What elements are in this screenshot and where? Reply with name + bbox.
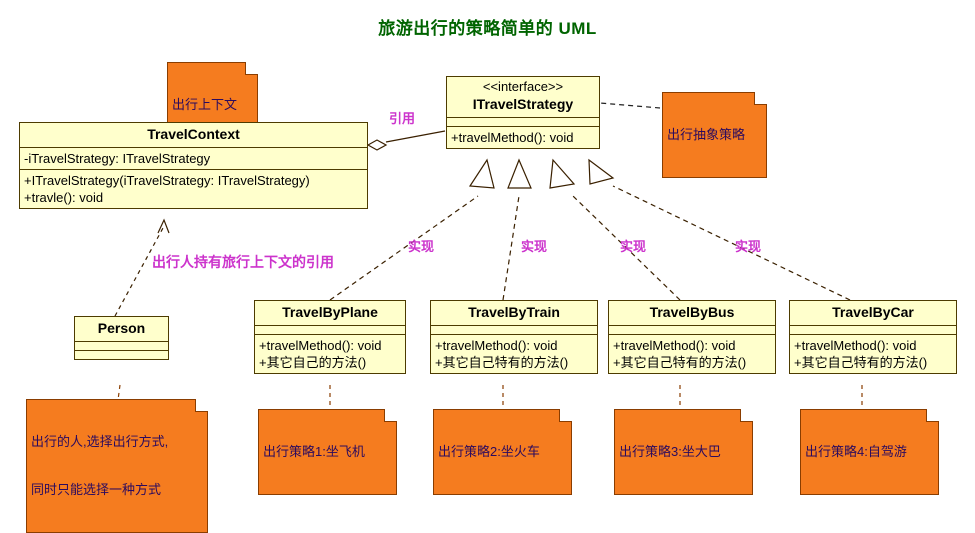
class-itravel-strategy-header: <<interface>> ITravelStrategy xyxy=(447,77,599,117)
class-travel-by-bus-attributes xyxy=(609,325,775,334)
class-travel-by-bus-operation-1: +其它自己特有的方法() xyxy=(613,355,747,370)
note-person: 出行的人,选择出行方式, 同时只能选择一种方式 xyxy=(26,399,208,533)
note-car: 出行策略4:自驾游 xyxy=(800,409,939,495)
realization-triangle-plane xyxy=(468,158,495,189)
class-person-operations xyxy=(75,350,168,359)
class-travel-by-plane-attributes xyxy=(255,325,405,334)
note-train: 出行策略2:坐火车 xyxy=(433,409,572,495)
note-plane: 出行策略1:坐飞机 xyxy=(258,409,397,495)
class-travel-by-plane[interactable]: TravelByPlane +travelMethod(): void +其它自… xyxy=(254,300,406,374)
connector-realize-car xyxy=(612,185,851,301)
class-travel-by-car-operation-1: +其它自己特有的方法() xyxy=(794,355,928,370)
class-travel-by-bus-operation-0: +travelMethod(): void xyxy=(613,338,736,353)
class-travel-by-bus-name: TravelByBus xyxy=(649,304,735,320)
note-plane-text: 出行策略1:坐飞机 xyxy=(263,444,365,459)
class-travel-by-car-operation-0: +travelMethod(): void xyxy=(794,338,917,353)
class-travel-by-bus-operations: +travelMethod(): void +其它自己特有的方法() xyxy=(609,334,775,373)
class-itravel-strategy[interactable]: <<interface>> ITravelStrategy +travelMet… xyxy=(446,76,600,149)
note-bus: 出行策略3:坐大巴 xyxy=(614,409,753,495)
class-travel-by-train-attributes xyxy=(431,325,597,334)
connector-person-context xyxy=(114,227,164,317)
class-itravel-strategy-name: ITravelStrategy xyxy=(472,96,574,112)
edge-label-reference: 引用 xyxy=(389,111,416,126)
note-person-line2: 同时只能选择一种方式 xyxy=(31,482,162,497)
note-person-line1: 出行的人,选择出行方式, xyxy=(31,434,169,449)
class-travel-by-train-name: TravelByTrain xyxy=(468,304,560,320)
connector-strategy-note xyxy=(599,102,661,109)
class-travel-context-name: TravelContext xyxy=(147,126,240,142)
note-bus-text: 出行策略3:坐大巴 xyxy=(619,444,721,459)
person-context-arrowhead xyxy=(157,218,170,234)
edge-label-realize-train: 实现 xyxy=(521,239,548,254)
note-train-text: 出行策略2:坐火车 xyxy=(438,444,540,459)
class-travel-by-bus[interactable]: TravelByBus +travelMethod(): void +其它自己特… xyxy=(608,300,776,374)
class-person-name: Person xyxy=(97,320,146,336)
realization-triangle-car xyxy=(588,158,615,185)
class-travel-by-car[interactable]: TravelByCar +travelMethod(): void +其它自己特… xyxy=(789,300,957,374)
edge-label-realize-plane: 实现 xyxy=(408,239,435,254)
edge-label-person-holds-context: 出行人持有旅行上下文的引用 xyxy=(152,254,334,270)
edge-label-realize-car: 实现 xyxy=(735,239,762,254)
connector-layer xyxy=(114,91,863,410)
class-travel-context-operation-0: +ITravelStrategy(iTravelStrategy: ITrave… xyxy=(24,173,310,188)
class-travel-by-car-name: TravelByCar xyxy=(832,304,914,320)
note-context-text: 出行上下文 xyxy=(172,97,238,112)
class-travel-by-plane-operations: +travelMethod(): void +其它自己的方法() xyxy=(255,334,405,373)
class-travel-by-train-operation-0: +travelMethod(): void xyxy=(435,338,558,353)
class-itravel-strategy-operation-0: +travelMethod(): void xyxy=(451,130,574,145)
connector-aggregation-line xyxy=(385,130,446,143)
note-car-text: 出行策略4:自驾游 xyxy=(805,444,907,459)
class-person-attributes xyxy=(75,341,168,350)
class-itravel-strategy-operations: +travelMethod(): void xyxy=(447,126,599,148)
note-abstract-strategy: 出行抽象策略 xyxy=(662,92,767,178)
class-travel-by-train[interactable]: TravelByTrain +travelMethod(): void +其它自… xyxy=(430,300,598,374)
realization-triangle-bus xyxy=(549,158,576,189)
realization-triangle-train xyxy=(507,158,532,189)
class-itravel-strategy-attributes xyxy=(447,117,599,126)
connector-realize-plane xyxy=(329,195,479,301)
class-person[interactable]: Person xyxy=(74,316,169,360)
class-travel-context[interactable]: TravelContext -iTravelStrategy: ITravelS… xyxy=(19,122,368,209)
class-travel-by-train-operation-1: +其它自己特有的方法() xyxy=(435,355,569,370)
uml-diagram-canvas: 旅游出行的策略简单的 UML 出行上下文 出行抽象策略 出行的人,选择出行方式,… xyxy=(19,19,957,533)
connector-person-note xyxy=(117,384,121,401)
class-travel-context-operations: +ITravelStrategy(iTravelStrategy: ITrave… xyxy=(20,169,367,208)
class-travel-by-train-operations: +travelMethod(): void +其它自己特有的方法() xyxy=(431,334,597,373)
class-travel-by-car-operations: +travelMethod(): void +其它自己特有的方法() xyxy=(790,334,956,373)
class-travel-by-plane-operation-1: +其它自己的方法() xyxy=(259,355,367,370)
note-abstract-strategy-text: 出行抽象策略 xyxy=(667,127,746,142)
aggregation-diamond xyxy=(366,139,388,151)
class-travel-by-plane-name: TravelByPlane xyxy=(282,304,378,320)
diagram-title: 旅游出行的策略简单的 UML xyxy=(378,19,597,38)
class-travel-by-car-attributes xyxy=(790,325,956,334)
class-travel-context-attributes: -iTravelStrategy: ITravelStrategy xyxy=(20,147,367,169)
class-itravel-strategy-stereotype: <<interface>> xyxy=(482,79,564,94)
connector-realize-train xyxy=(502,195,520,301)
class-travel-by-plane-operation-0: +travelMethod(): void xyxy=(259,338,382,353)
edge-label-realize-bus: 实现 xyxy=(620,239,647,254)
class-travel-context-attribute-0: -iTravelStrategy: ITravelStrategy xyxy=(24,151,211,166)
class-travel-context-operation-1: +travle(): void xyxy=(24,190,104,205)
